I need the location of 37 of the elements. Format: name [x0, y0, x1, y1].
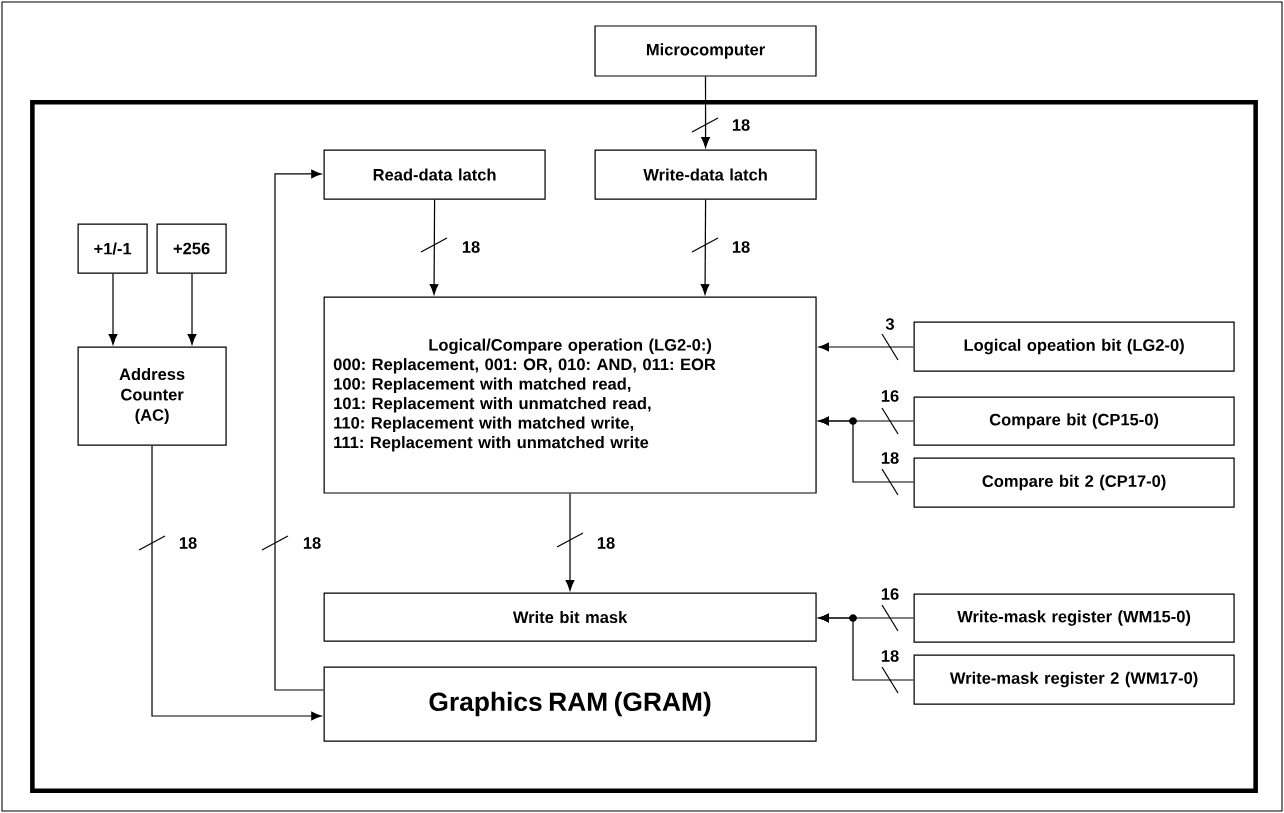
bus-width-label: 18	[732, 119, 750, 131]
arrow	[700, 199, 710, 295]
block-box: Microcomputer	[594, 25, 817, 77]
block-box: Compare bit (CP15-0)	[913, 396, 1235, 446]
block-box: Write-data latch	[594, 149, 817, 200]
block-box: +256	[156, 223, 227, 274]
block-box: Logical opeation bit (LG2-0)	[913, 321, 1235, 372]
bus-width-label: 18	[881, 650, 899, 662]
arrow	[565, 493, 575, 591]
bus-width-label: 18	[597, 537, 615, 549]
arrow	[429, 199, 439, 295]
block-box: Write bit mask	[323, 592, 817, 642]
block-box: Compare bit 2 (CP17-0)	[913, 457, 1235, 508]
arrow	[701, 76, 710, 148]
memory-box: Graphics RAM (GRAM)	[323, 666, 817, 742]
chip-frame	[30, 100, 1258, 793]
arrow	[818, 613, 915, 681]
block-box: Write-mask register (WM15-0)	[913, 593, 1235, 643]
bus-width-label: 18	[881, 452, 899, 464]
arrow	[274, 169, 325, 691]
arrow	[151, 445, 322, 721]
arrow	[818, 416, 915, 483]
arrow	[108, 273, 118, 345]
block-box: +1/-1	[77, 223, 148, 274]
bus-width-label: 16	[881, 588, 899, 600]
block-box: Address Counter (AC)	[77, 346, 227, 446]
block-box: Write-mask register 2 (WM17-0)	[913, 654, 1235, 705]
arrow	[187, 273, 197, 345]
block-box: Read-data latch	[323, 149, 546, 200]
bus-width-label: 18	[732, 241, 750, 253]
arrow	[818, 342, 915, 352]
bus-width-label: 16	[881, 390, 899, 402]
bus-width-label: 18	[303, 537, 321, 549]
bus-width-label: 18	[179, 537, 197, 549]
bus-width-label: 18	[462, 241, 480, 253]
bus-width-label: 3	[885, 318, 894, 330]
operation-box: Logical/Compare operation (LG2-0:) 000: Replacement, 001: OR, 010: AND, 011: EOR 100: Replacement with matched read, 101: Replacement with unmatched read, 110: Replacement with matched write, 111: Replacement with unmatched write	[323, 296, 817, 494]
